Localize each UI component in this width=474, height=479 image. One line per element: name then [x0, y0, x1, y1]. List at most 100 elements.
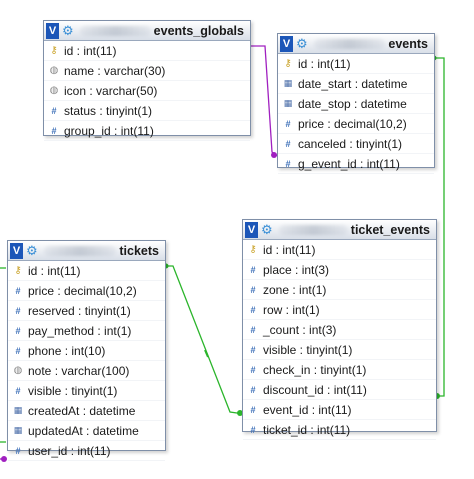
column-row[interactable]: ⚷id : int(11)	[44, 41, 250, 61]
column-text: id : int(11)	[28, 263, 81, 278]
table-header[interactable]: V ⚙ events	[278, 34, 434, 54]
column-row[interactable]: #visible : tinyint(1)	[243, 340, 436, 360]
gear-icon[interactable]: ⚙	[296, 36, 308, 51]
column-text: name : varchar(30)	[64, 63, 166, 78]
column-row[interactable]: ▦createdAt : datetime	[8, 401, 165, 421]
column-text: id : int(11)	[263, 242, 316, 257]
number-icon: #	[285, 138, 291, 149]
column-row[interactable]: # price : decimal(10,2)	[8, 281, 165, 301]
column-row[interactable]: #event_id : int(11)	[243, 400, 436, 420]
toggle-icon[interactable]: V	[46, 22, 59, 39]
column-text: date_stop : datetime	[298, 96, 407, 111]
gear-icon[interactable]: ⚙	[26, 243, 38, 258]
toggle-icon[interactable]: V	[245, 221, 258, 238]
column-text: date_start : datetime	[298, 76, 408, 91]
toggle-icon[interactable]: V	[280, 35, 293, 52]
table-name: events_globals	[153, 23, 244, 38]
column-row[interactable]: # g_event_id : int(11)	[278, 154, 434, 174]
column-row[interactable]: #phone : int(10)	[8, 341, 165, 361]
column-row[interactable]: ▦updatedAt : datetime	[8, 421, 165, 441]
string-icon: ◍	[13, 365, 23, 376]
number-icon: #	[250, 264, 256, 275]
column-text: note : varchar(100)	[28, 363, 130, 378]
column-row[interactable]: #reserved : tinyint(1)	[8, 301, 165, 321]
gear-icon[interactable]: ⚙	[62, 23, 74, 38]
table-header[interactable]: V ⚙ tickets	[8, 241, 165, 261]
column-row[interactable]: ⚷ id : int(11)	[8, 261, 165, 281]
string-icon: ◍	[49, 85, 59, 96]
key-icon: ⚷	[50, 45, 58, 56]
date-icon: ▦	[13, 425, 23, 435]
column-row[interactable]: # check_in : tinyint(1)	[243, 360, 436, 380]
column-text: event_id : int(11)	[263, 402, 352, 417]
key-icon: ⚷	[14, 265, 22, 276]
column-row[interactable]: #user_id : int(11)	[8, 441, 165, 461]
column-text: discount_id : int(11)	[263, 382, 367, 397]
column-row[interactable]: #place : int(3)	[243, 260, 436, 280]
number-icon: #	[250, 364, 256, 375]
column-row[interactable]: #_count : int(3)	[243, 320, 436, 340]
blurred-prefix	[79, 25, 151, 36]
column-text: reserved : tinyint(1)	[28, 303, 131, 318]
table-tickets[interactable]: V ⚙ tickets ⚷ id : int(11) # price : decima…	[7, 240, 166, 461]
table-events-globals[interactable]: V ⚙ events_globals ⚷id : int(11)◍name : …	[43, 20, 251, 141]
number-icon: #	[51, 125, 57, 136]
column-row[interactable]: #zone : int(1)	[243, 280, 436, 300]
column-row[interactable]: # visible : tinyint(1)	[8, 381, 165, 401]
column-text: visible : tinyint(1)	[263, 342, 353, 357]
column-row[interactable]: #price : decimal(10,2)	[278, 114, 434, 134]
column-text: price : decimal(10,2)	[28, 283, 137, 298]
column-text: group_id : int(11)	[64, 123, 154, 138]
column-text: phone : int(10)	[28, 343, 106, 358]
number-icon: #	[250, 384, 256, 395]
column-text: ticket_id : int(11)	[263, 422, 351, 437]
relation-line-tickets-ticket-events	[164, 265, 245, 415]
number-icon: #	[15, 385, 21, 396]
column-row[interactable]: # pay_method : int(1)	[8, 321, 165, 341]
column-row[interactable]: ▦ date_start : datetime	[278, 74, 434, 94]
number-icon: #	[250, 424, 256, 435]
column-row[interactable]: ⚷id : int(11)	[278, 54, 434, 74]
date-icon: ▦	[13, 405, 23, 415]
column-text: _count : int(3)	[263, 322, 337, 337]
blurred-prefix	[278, 224, 348, 235]
table-name: tickets	[119, 243, 159, 258]
column-row[interactable]: # discount_id : int(11)	[243, 380, 436, 400]
key-icon: ⚷	[284, 58, 292, 69]
column-row[interactable]: #canceled : tinyint(1)	[278, 134, 434, 154]
relation-line-events-globals-events	[249, 45, 280, 158]
column-text: g_event_id : int(11)	[298, 156, 400, 171]
column-row[interactable]: # status : tinyint(1)	[44, 101, 250, 121]
column-row[interactable]: #row : int(1)	[243, 300, 436, 320]
table-ticket-events[interactable]: V ⚙ ticket_events ⚷ id : int(11) #place : …	[242, 219, 437, 440]
number-icon: #	[15, 325, 21, 336]
number-icon: #	[285, 158, 291, 169]
toggle-icon[interactable]: V	[10, 242, 23, 259]
column-row[interactable]: ◍icon : varchar(50)	[44, 81, 250, 101]
number-icon: #	[250, 284, 256, 295]
number-icon: #	[51, 105, 57, 116]
key-icon: ⚷	[249, 244, 257, 255]
column-row[interactable]: ▦date_stop : datetime	[278, 94, 434, 114]
column-row[interactable]: # group_id : int(11)	[44, 121, 250, 141]
column-row[interactable]: # ticket_id : int(11)	[243, 420, 436, 440]
column-row[interactable]: ⚷ id : int(11)	[243, 240, 436, 260]
column-text: status : tinyint(1)	[64, 103, 153, 118]
column-text: check_in : tinyint(1)	[263, 362, 367, 377]
number-icon: #	[15, 445, 21, 456]
number-icon: #	[15, 285, 21, 296]
blurred-prefix	[313, 38, 386, 49]
column-row[interactable]: ◍name : varchar(30)	[44, 61, 250, 81]
blurred-prefix	[43, 245, 117, 256]
column-text: pay_method : int(1)	[28, 323, 132, 338]
table-header[interactable]: V ⚙ ticket_events	[243, 220, 436, 240]
table-header[interactable]: V ⚙ events_globals	[44, 21, 250, 41]
table-events[interactable]: V ⚙ events ⚷id : int(11) ▦ date_start : da…	[277, 33, 435, 174]
column-row[interactable]: ◍ note : varchar(100)	[8, 361, 165, 381]
relation-end-dot	[1, 456, 7, 462]
date-icon: ▦	[283, 78, 293, 88]
number-icon: #	[285, 118, 291, 129]
column-text: visible : tinyint(1)	[28, 383, 118, 398]
relation-mid-marker	[204, 349, 209, 358]
gear-icon[interactable]: ⚙	[261, 222, 273, 237]
